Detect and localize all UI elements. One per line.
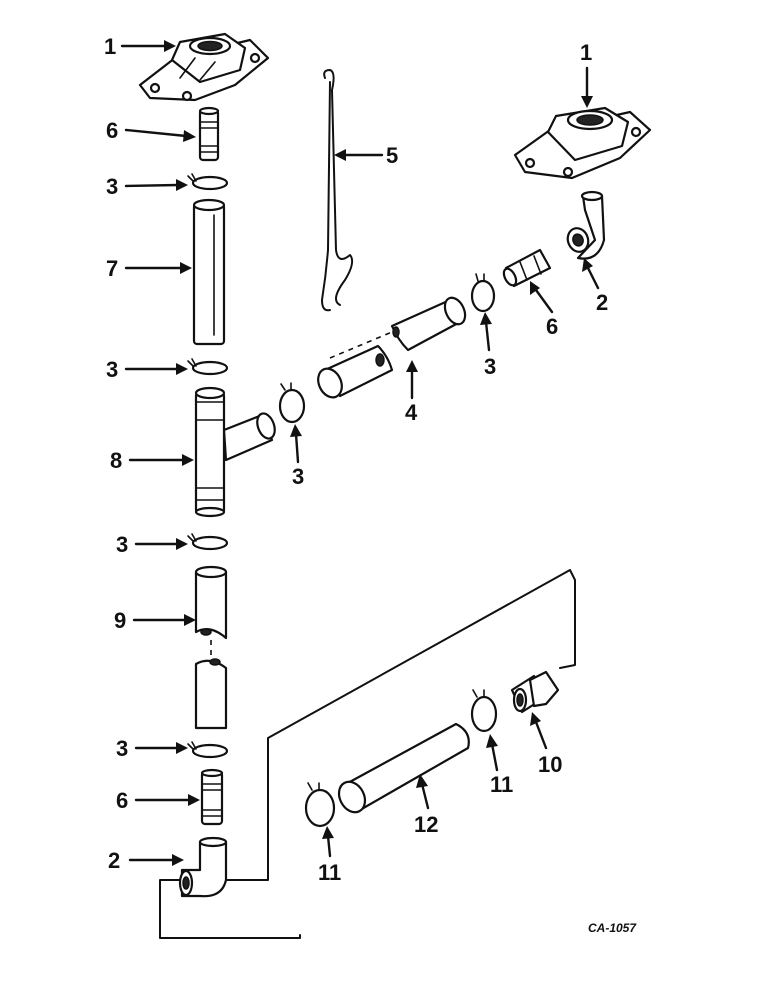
elbow-part-2-right <box>566 190 606 260</box>
callout-5: 5 <box>386 143 398 168</box>
callout-9: 9 <box>114 608 126 633</box>
callout-1-right: 1 <box>580 40 592 65</box>
hose-clamp-part-3-bottom <box>187 741 229 759</box>
fitting-part-10 <box>510 670 560 714</box>
callout-2-lower: 2 <box>108 848 120 873</box>
hose-clamp-part-3-right <box>470 273 496 313</box>
callout-3-lower-mid: 3 <box>116 532 128 557</box>
pipe-nipple-part-6-lower <box>200 768 224 826</box>
callout-10: 10 <box>538 752 562 777</box>
callout-3-right: 3 <box>484 354 496 379</box>
callout-4: 4 <box>405 400 418 425</box>
callout-6-right: 6 <box>546 314 558 339</box>
hose-clamp-part-11-right <box>470 689 498 733</box>
pipe-nipple-part-6-right <box>502 248 552 288</box>
hose-part-9 <box>194 565 228 730</box>
callout-7: 7 <box>106 256 118 281</box>
callout-6-lower: 6 <box>116 788 128 813</box>
drawing-code: CA-1057 <box>588 921 637 935</box>
hose-part-4 <box>317 296 467 399</box>
hose-part-12 <box>337 722 470 814</box>
elbow-part-2-lower <box>178 836 228 898</box>
callout-6-upper: 6 <box>106 118 118 143</box>
hose-part-7 <box>192 198 226 346</box>
callout-3-bottom: 3 <box>116 736 128 761</box>
tee-fitting-part-8 <box>194 386 276 518</box>
leader-arrows <box>120 40 600 866</box>
callout-3-upper-mid: 3 <box>106 357 118 382</box>
outlet-housing-part-1-right <box>513 106 652 180</box>
callout-11-left: 11 <box>318 860 341 885</box>
hose-clamp-part-3-top <box>187 173 229 191</box>
hose-clamp-part-3-tee-side <box>278 382 306 424</box>
group-bracket-outline <box>159 569 576 939</box>
hose-clamp-part-11-left <box>304 782 336 828</box>
callout-3-top: 3 <box>106 174 118 199</box>
outlet-housing-part-1-left <box>138 32 270 102</box>
rod-part-5 <box>321 69 354 312</box>
hose-clamp-part-3-upper-mid <box>187 358 229 376</box>
callout-3-tee-side: 3 <box>292 464 304 489</box>
pipe-nipple-part-6-upper <box>198 106 220 162</box>
callout-12: 12 <box>414 812 438 837</box>
callout-2-right: 2 <box>596 290 608 315</box>
callout-8: 8 <box>110 448 122 473</box>
callout-1-left: 1 <box>104 34 116 59</box>
hose-clamp-part-3-lower-mid <box>187 533 229 551</box>
callout-11-right: 11 <box>490 772 513 797</box>
